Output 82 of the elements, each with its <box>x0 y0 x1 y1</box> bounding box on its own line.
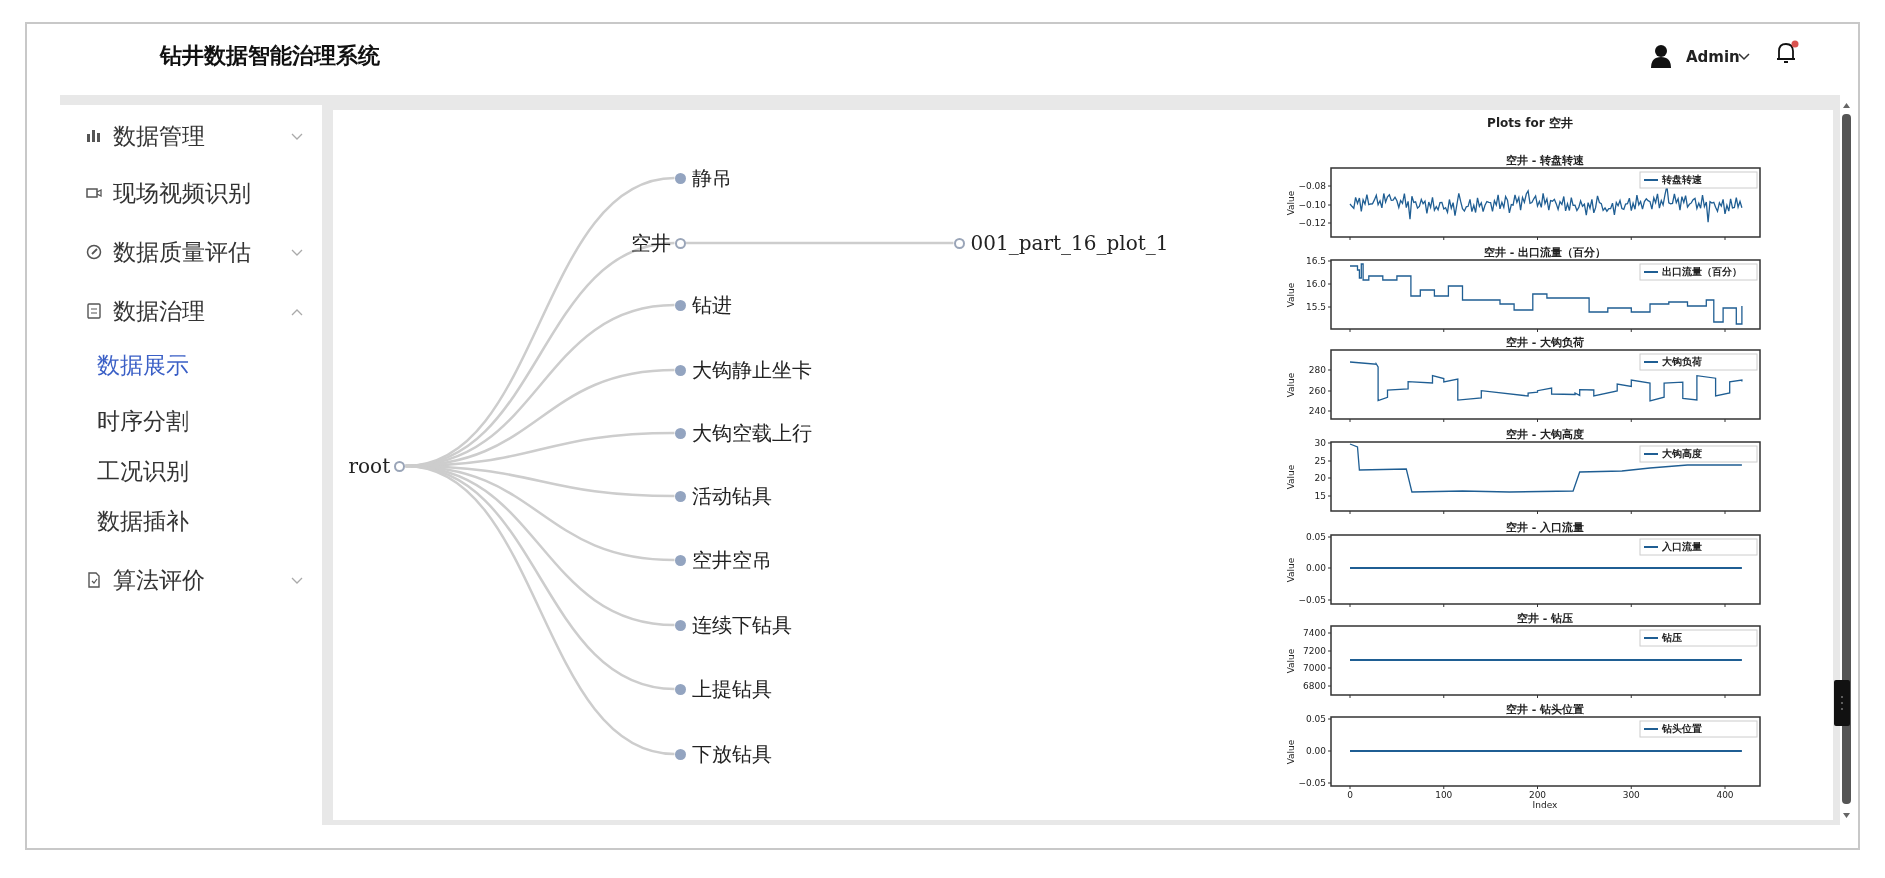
subplot-title: 空井 - 入口流量 <box>1505 522 1585 534</box>
tick-label: 200 <box>1528 790 1547 800</box>
node-label: 活动钻具 <box>691 484 772 508</box>
menu-item: 时序分割 <box>97 407 189 435</box>
axis-label: Value <box>1286 648 1297 674</box>
node-label: 大钩空载上行 <box>691 421 812 445</box>
axis-label: Value <box>1286 739 1297 765</box>
menu-item: 数据质量评估 <box>113 238 251 266</box>
node-label: 下放钻具 <box>691 742 772 766</box>
node-label: root <box>348 454 391 478</box>
subplot-title: 空井 - 钻头位置 <box>1505 704 1585 716</box>
node-label: 大钩静止坐卡 <box>691 358 812 382</box>
series-name: 大钩负荷 <box>1662 356 1702 368</box>
series-name: 钻压 <box>1662 632 1682 644</box>
tick-label: 0.00 <box>1305 746 1326 756</box>
series-name: 转盘转速 <box>1662 174 1702 186</box>
tree-node <box>674 166 732 190</box>
tick-label: 280 <box>1308 365 1326 375</box>
series-name: 大钩高度 <box>1662 448 1702 460</box>
node-label: 上提钻具 <box>691 677 772 701</box>
node-label: 空井空吊 <box>691 548 772 572</box>
chart-title: Plots for 空井 <box>1487 117 1573 129</box>
tick-label: 30 <box>1314 438 1326 448</box>
axis-label: Value <box>1286 282 1297 308</box>
tick-label: 6800 <box>1303 681 1326 691</box>
node-label: 钻进 <box>691 293 732 317</box>
tick-label: 300 <box>1622 790 1640 800</box>
tick-label: 400 <box>1716 790 1734 800</box>
menu-item: 数据治理 <box>113 297 205 325</box>
tick-label: 15 <box>1314 491 1326 501</box>
tick-label: 100 <box>1435 790 1453 800</box>
app-title: 钻井数据智能治理系统 <box>160 42 380 70</box>
tick-label: 0.05 <box>1305 532 1326 542</box>
tree-node <box>674 484 772 508</box>
series-name: 入口流量 <box>1662 541 1702 553</box>
tick-label: 240 <box>1308 406 1326 416</box>
tick-label: 25 <box>1314 456 1326 466</box>
axis-label: Value <box>1286 464 1297 490</box>
subplot-title: 空井 - 钻压 <box>1516 613 1574 625</box>
axis-label: Value <box>1286 190 1297 216</box>
subplot-title: 空井 - 转盘转速 <box>1505 155 1585 167</box>
tree-node <box>674 548 772 572</box>
tick-label: 0.00 <box>1305 563 1326 573</box>
menu-item: 数据插补 <box>97 507 189 535</box>
tree-node <box>674 742 772 766</box>
tick-label: 0 <box>1347 790 1353 800</box>
tick-label: 260 <box>1308 386 1326 396</box>
tick-label: 7400 <box>1303 628 1326 638</box>
tick-label: 0.05 <box>1305 714 1326 724</box>
tick-label: 16.0 <box>1305 279 1326 289</box>
menu-item: 算法评价 <box>113 566 205 594</box>
menu-item: 数据管理 <box>113 122 205 150</box>
tick-label: 16.5 <box>1305 256 1326 266</box>
subplot-title: 空井 - 大钩高度 <box>1505 429 1585 441</box>
tick-label: −0.12 <box>1298 218 1326 228</box>
tick-label: −0.05 <box>1298 595 1326 605</box>
node-label: 001_part_16_plot_1 <box>970 231 1169 255</box>
axis-label: Index <box>1532 800 1558 810</box>
menu-item: 工况识别 <box>97 457 189 485</box>
tree-link <box>685 241 954 245</box>
axis-label: Value <box>1286 372 1297 398</box>
node-label: 连续下钻具 <box>691 613 792 637</box>
axis-label: Value <box>1286 557 1297 583</box>
tick-label: −0.08 <box>1298 181 1326 191</box>
menu-item: 数据展示 <box>97 351 189 379</box>
tick-label: 20 <box>1314 473 1326 483</box>
tick-label: 15.5 <box>1305 302 1326 312</box>
tree-node <box>674 677 772 701</box>
menu-item: 现场视频识别 <box>113 179 251 207</box>
series-name: 钻头位置 <box>1662 723 1702 735</box>
node-label: 静吊 <box>691 166 732 190</box>
tick-label: −0.10 <box>1298 200 1326 210</box>
subplot-title: 空井 - 出口流量（百分） <box>1483 247 1607 259</box>
series-name: 出口流量（百分） <box>1662 266 1742 278</box>
tree-node <box>630 231 686 255</box>
tree-node <box>674 293 732 317</box>
tick-label: 7200 <box>1303 646 1326 656</box>
tick-label: −0.05 <box>1298 778 1326 788</box>
user-name: Admin <box>1686 47 1740 67</box>
node-label: 空井 <box>630 231 671 255</box>
subplot-title: 空井 - 大钩负荷 <box>1505 337 1585 349</box>
tick-label: 7000 <box>1303 663 1326 673</box>
